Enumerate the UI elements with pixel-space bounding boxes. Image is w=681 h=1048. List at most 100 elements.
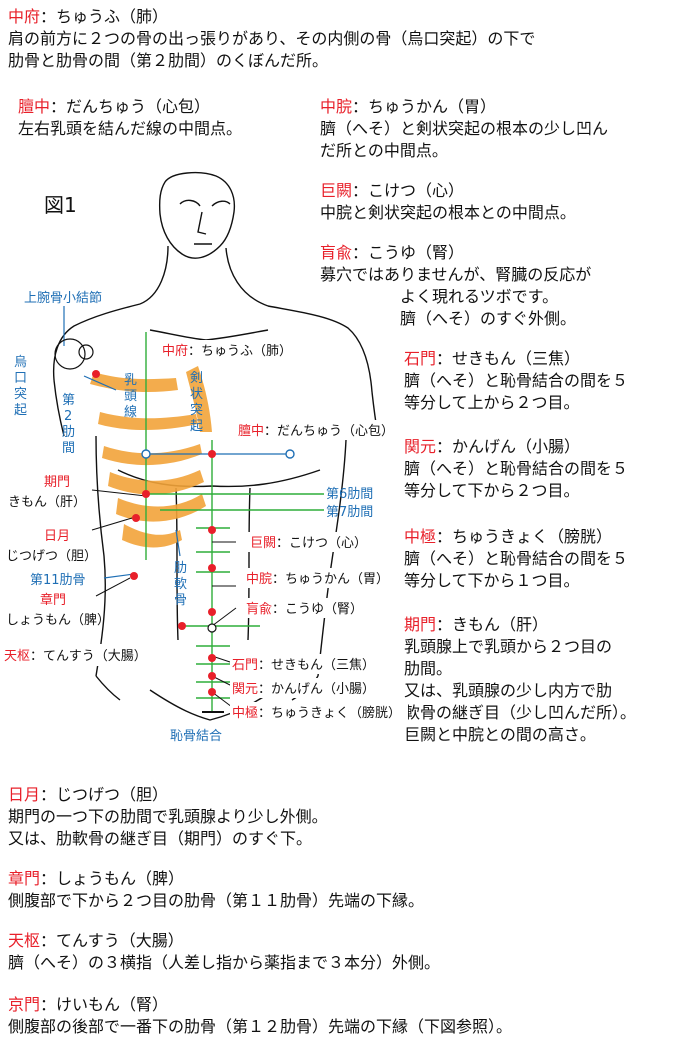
point-sekimon xyxy=(208,654,216,662)
nipple-left xyxy=(141,449,151,459)
block-chukyoku: 中極：ちゅうきょく（膀胱） 臍（へそ）と恥骨結合の間を５ 等分して下から１つ目。 xyxy=(404,526,628,592)
rib-shape xyxy=(90,372,178,392)
desc-line: 肋間。 xyxy=(404,659,453,678)
desc-line: 臍（へそ）と剣状突起の根本の少し凹ん xyxy=(320,119,609,138)
desc-line: 又は、肋軟骨の継ぎ目（期門）のすぐ下。 xyxy=(8,829,313,848)
desc-line: 臍（へそ）のすぐ外側。 xyxy=(400,309,577,328)
desc-line: 又は、乳頭腺の少し内方で肋 xyxy=(404,681,613,700)
block-keimon: 京門：けいもん（腎） 側腹部の後部で一番下の肋骨（第１２肋骨）先端の下縁（下図参… xyxy=(8,994,512,1038)
label-xiphoid-2: 状 xyxy=(190,387,203,402)
rib-shape xyxy=(122,524,182,548)
point-name: 石門 xyxy=(404,349,437,368)
block-kimon: 期門：きもん（肝） 乳頭腺上で乳頭から２つ目の 肋間。 又は、乳頭腺の少し内方で… xyxy=(404,614,636,746)
right-eye xyxy=(211,200,231,207)
right-torso xyxy=(317,439,347,677)
desc-line: 臍（へそ）と恥骨結合の間を５ xyxy=(404,371,629,390)
shoulder-circle-inner xyxy=(78,344,94,360)
point-reading: ：てんすう（大腸） xyxy=(40,931,184,950)
point-name: 中脘 xyxy=(320,97,353,116)
desc-line: だ所との中間点。 xyxy=(320,141,448,160)
costal-pointer xyxy=(175,529,181,557)
point-name: 期門 xyxy=(404,615,437,634)
head-outline xyxy=(158,171,236,259)
abdomen-right xyxy=(247,487,251,641)
label-rib6: 第6肋間 xyxy=(326,487,373,502)
point-koketsu xyxy=(208,526,216,534)
desc-line: よく現れるツボです。 xyxy=(400,287,559,306)
point-kangen xyxy=(208,672,216,680)
anatomy-labels: 上腕骨小結節 烏 口 突 起 第 2 肋 間 乳 頭 線 剣 状 突 起 肋 軟… xyxy=(14,290,373,744)
point-name: 肓兪 xyxy=(320,243,353,262)
label-coracoid-1: 烏 xyxy=(14,354,27,370)
fig-label-jitsugetsu-name: 日月 xyxy=(44,529,70,544)
desc-line: 等分して下から１つ目。 xyxy=(404,571,580,590)
desc-line: 肋骨と肋骨の間（第２肋間）のくぼんだ所。 xyxy=(8,51,329,70)
point-name: 京門 xyxy=(8,995,41,1014)
point-name: 関元 xyxy=(404,437,437,456)
label-pubic: 恥骨結合 xyxy=(170,729,222,744)
fig-label-chukan: 中脘：ちゅうかん（胃） xyxy=(246,572,389,587)
label-costal-1: 肋 xyxy=(174,561,187,576)
point-reading: ：せきもん（三焦） xyxy=(436,349,581,368)
shoulder-circle-outer xyxy=(54,338,86,370)
point-chukyoku xyxy=(208,688,216,696)
point-reading: ：ちゅうふ（肺） xyxy=(40,7,169,26)
point-reading: ：ちゅうきょく（膀胱） xyxy=(436,527,613,546)
leader-line xyxy=(91,489,147,497)
rib-shape xyxy=(108,470,204,495)
label-xiphoid-4: 起 xyxy=(190,419,203,434)
face xyxy=(179,199,231,245)
leader-line xyxy=(91,517,133,531)
point-reading: ：きもん（肝） xyxy=(436,615,549,634)
block-koyu: 肓兪：こうゆ（腎） 募穴ではありませんが、腎臓の反応が よく現れるツボです。 臍… xyxy=(320,242,591,330)
point-reading: ：しょうもん（脾） xyxy=(40,869,185,888)
fig-label-chufu: 中府：ちゅうふ（肺） xyxy=(162,344,292,359)
point-name: 天枢 xyxy=(8,931,41,950)
desc-line: 側腹部で下から２つ目の肋骨（第１１肋骨）先端の下縁。 xyxy=(8,891,425,910)
point-kimon xyxy=(142,490,150,498)
label-costal-2: 軟 xyxy=(174,576,187,592)
label-rib7: 第7肋間 xyxy=(326,505,373,520)
desc-line: 肩の前方に２つの骨の出っ張りがあり、その内側の骨（烏口突起）の下で xyxy=(8,29,536,48)
block-sekimon: 石門：せきもん（三焦） 臍（へそ）と恥骨結合の間を５ 等分して上から２つ目。 xyxy=(404,348,628,414)
right-shoulder xyxy=(267,305,373,393)
block-jitsugetsu: 日月：じつげつ（胆） 期門の一つ下の肋間で乳頭腺より少し外側。 又は、肋軟骨の継… xyxy=(8,784,328,850)
point-name: 巨闕 xyxy=(320,181,353,200)
navel xyxy=(207,623,217,633)
fig-label-koyu: 肓兪：こうゆ（腎） xyxy=(246,601,363,617)
point-name: 中府 xyxy=(8,7,41,26)
blue-lines xyxy=(63,306,290,579)
point-name: 章門 xyxy=(8,869,41,888)
block-chukan: 中脘：ちゅうかん（胃） 臍（へそ）と剣状突起の根本の少し凹ん だ所との中間点。 xyxy=(320,96,608,162)
desc-line: 臍（へそ）と恥骨結合の間を５ xyxy=(404,549,629,568)
block-kangen: 関元：かんげん（小腸） 臍（へそ）と恥骨結合の間を５ 等分して下から２つ目。 xyxy=(404,436,628,502)
left-eye xyxy=(179,199,201,207)
label-xiphoid-1: 剣 xyxy=(190,371,203,386)
desc-line: 中脘と剣状突起の根本との中間点。 xyxy=(320,203,576,222)
desc-line: 臍（へそ）の３横指（人差し指から薬指まで３本分）外側。 xyxy=(8,953,441,972)
point-reading: ：ちゅうかん（胃） xyxy=(352,97,497,116)
label-rib2-3: 肋 xyxy=(62,425,75,440)
label-nipple-line-2: 頭 xyxy=(124,389,137,404)
fig-label-sekimon: 石門：せきもん（三焦） xyxy=(232,658,375,673)
label-xiphoid-3: 突 xyxy=(190,402,203,418)
block-koketsu: 巨闕：こけつ（心） 中脘と剣状突起の根本との中間点。 xyxy=(320,180,576,224)
point-name: 中極 xyxy=(404,527,437,546)
point-reading: ：だんちゅう（心包） xyxy=(50,97,211,116)
point-chukan xyxy=(208,564,216,572)
nose xyxy=(197,211,207,235)
fig-label-shomon-name: 章門 xyxy=(40,592,66,608)
desc-line: 等分して上から２つ目。 xyxy=(404,393,580,412)
rib11-pointer xyxy=(103,573,135,579)
fig-label-kimon-reading: きもん（肝） xyxy=(8,495,86,510)
point-reading: ：けいもん（腎） xyxy=(40,995,169,1014)
desc-line: 巨闕と中脘との間の高さ。 xyxy=(404,725,596,744)
block-danchu: 膻中：だんちゅう（心包） 左右乳頭を結んだ線の中間点。 xyxy=(18,96,242,140)
label-coracoid-4: 起 xyxy=(14,403,27,418)
label-costal-3: 骨 xyxy=(174,593,187,608)
label-coracoid-2: 口 xyxy=(14,371,27,386)
clavicle xyxy=(149,329,269,341)
figure-title: 図1 xyxy=(44,193,77,217)
hip-left xyxy=(95,675,121,701)
fig-label-kangen: 関元：かんげん（小腸） xyxy=(232,682,375,697)
